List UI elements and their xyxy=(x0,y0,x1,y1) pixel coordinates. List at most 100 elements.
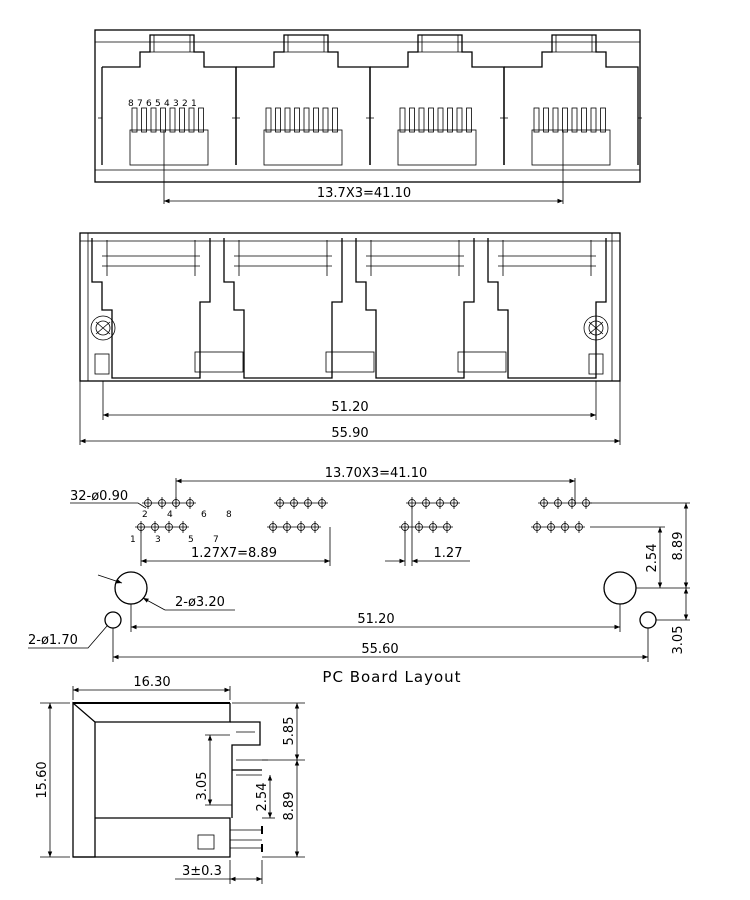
contact-finger xyxy=(571,107,578,133)
mount-hole-arrow-in xyxy=(97,574,123,584)
pin-pitch-extension xyxy=(404,505,413,566)
front-view: 51.20 55.90 xyxy=(79,232,621,445)
pcb-hole-group-2 xyxy=(266,496,329,534)
pitch-dimension: 13.7X3=41.10 xyxy=(317,186,411,201)
pcb-pin-label: 2 xyxy=(142,510,148,520)
led-window xyxy=(194,351,244,373)
pin-number: 1 xyxy=(191,99,197,109)
contact-finger xyxy=(275,107,281,133)
hole-span-dimension: 51.20 xyxy=(357,612,394,627)
pcb-layout-caption: PC Board Layout xyxy=(322,668,461,686)
mount-hole-callout: 2-ø3.20 xyxy=(175,595,225,610)
pin-number: 5 xyxy=(155,99,161,109)
led-window xyxy=(325,351,375,373)
height-dimension: 15.60 xyxy=(35,761,50,798)
v-8-89-dimension: 8.89 xyxy=(671,532,686,561)
rj45-port-3 xyxy=(365,34,509,166)
front-view-inner-lines xyxy=(80,233,620,381)
side-top-body xyxy=(95,703,231,723)
locate-hole-right xyxy=(639,611,657,629)
front-view-outline xyxy=(79,232,621,382)
depth-dimension: 16.30 xyxy=(133,675,170,690)
pin-number-row: 8 7 6 5 4 3 2 1 xyxy=(128,99,197,109)
pin-number: 4 xyxy=(164,99,170,109)
mounting-post-left xyxy=(90,315,116,375)
contact-finger xyxy=(303,107,310,133)
contact-finger xyxy=(294,107,300,133)
pcb-pin-label: 5 xyxy=(188,535,194,545)
contact-finger xyxy=(581,107,587,133)
contact-finger xyxy=(198,107,204,133)
mount-hole-left xyxy=(114,571,148,605)
rj45-port-2 xyxy=(231,34,375,166)
front-extension-lines xyxy=(79,381,621,445)
top-view: 8 7 6 5 4 3 2 1 13.7X3=41.10 xyxy=(94,29,643,204)
pcb-pitch-extension xyxy=(175,478,576,505)
contact-finger xyxy=(600,107,606,133)
contact-finger xyxy=(284,107,291,133)
rj45-port-4 xyxy=(499,34,643,166)
contact-finger xyxy=(428,107,434,133)
top-offset-dimension: 5.85 xyxy=(282,717,297,746)
mount-hole-right xyxy=(603,571,637,605)
contact-finger xyxy=(131,107,138,133)
pcb-pin-label: 1 xyxy=(130,535,136,545)
mounting-post-right xyxy=(583,315,609,375)
v-2-54-dimension: 2.54 xyxy=(645,544,660,573)
pcb-pin-label: 7 xyxy=(213,535,219,545)
led-window xyxy=(457,351,507,373)
pin-number: 7 xyxy=(137,99,143,109)
pcb-pin-label: 3 xyxy=(155,535,161,545)
pin-pitch-dimension: 1.27 xyxy=(434,546,463,561)
contact-finger xyxy=(179,107,185,133)
overall-dimension: 55.60 xyxy=(361,642,398,657)
contact-finger xyxy=(447,107,453,133)
contact-finger xyxy=(409,107,415,133)
locate-hole-callout: 2-ø1.70 xyxy=(28,633,78,648)
v-3-05-dimension: 3.05 xyxy=(671,626,686,655)
side-pins xyxy=(230,829,262,849)
standoff-extension xyxy=(229,860,263,884)
contact-finger xyxy=(169,107,176,133)
contact-finger xyxy=(533,107,540,133)
pcb-pin-labels: 1 2 3 4 5 6 7 8 xyxy=(130,510,232,545)
pcb-pitch-dimension: 13.70X3=41.10 xyxy=(325,466,428,481)
side-latch xyxy=(236,731,268,776)
contact-finger xyxy=(543,107,549,133)
pin-number: 3 xyxy=(173,99,179,109)
pcb-hole-group-3 xyxy=(398,496,461,534)
contact-fingers xyxy=(131,107,606,133)
span-extension-lines xyxy=(112,604,649,662)
contact-finger xyxy=(150,107,157,133)
pin-number: 2 xyxy=(182,99,188,109)
pin-number: 8 xyxy=(128,99,134,109)
contact-finger xyxy=(265,107,272,133)
pcb-hole-group-4 xyxy=(530,496,593,534)
contact-finger xyxy=(313,107,319,133)
port-front-2 xyxy=(223,237,343,379)
outer-width-dimension: 55.90 xyxy=(331,426,368,441)
contact-finger xyxy=(418,107,425,133)
contact-finger xyxy=(399,107,406,133)
pcb-pin-label: 6 xyxy=(201,510,207,520)
top-view-edge-lines xyxy=(95,41,640,171)
pcb-pin-label: 8 xyxy=(226,510,232,520)
contact-finger xyxy=(437,107,444,133)
row-pitch-dimension: 1.27X7=8.89 xyxy=(191,546,277,561)
contact-finger xyxy=(562,107,568,133)
signal-hole-leader xyxy=(70,502,147,509)
contact-finger xyxy=(322,107,329,133)
contact-finger xyxy=(456,107,463,133)
inner-width-dimension: 51.20 xyxy=(331,400,368,415)
signal-hole-callout: 32-ø0.90 xyxy=(70,489,128,504)
side-bottom-body xyxy=(73,817,231,858)
pcb-layout: 13.70X3=41.10 32-ø0.90 1 2 3 4 5 6 7 8 1… xyxy=(28,466,690,686)
locate-hole-leader xyxy=(28,625,108,649)
top-view-outline xyxy=(94,29,641,183)
v-8-89-side-dimension: 8.89 xyxy=(282,792,297,821)
side-front-face xyxy=(72,701,96,858)
dim-3-05: 3.05 xyxy=(195,772,210,801)
side-view: 16.30 15.60 5.85 8.89 3.05 2.54 3±0.3 xyxy=(35,675,305,884)
contact-finger xyxy=(332,107,338,133)
